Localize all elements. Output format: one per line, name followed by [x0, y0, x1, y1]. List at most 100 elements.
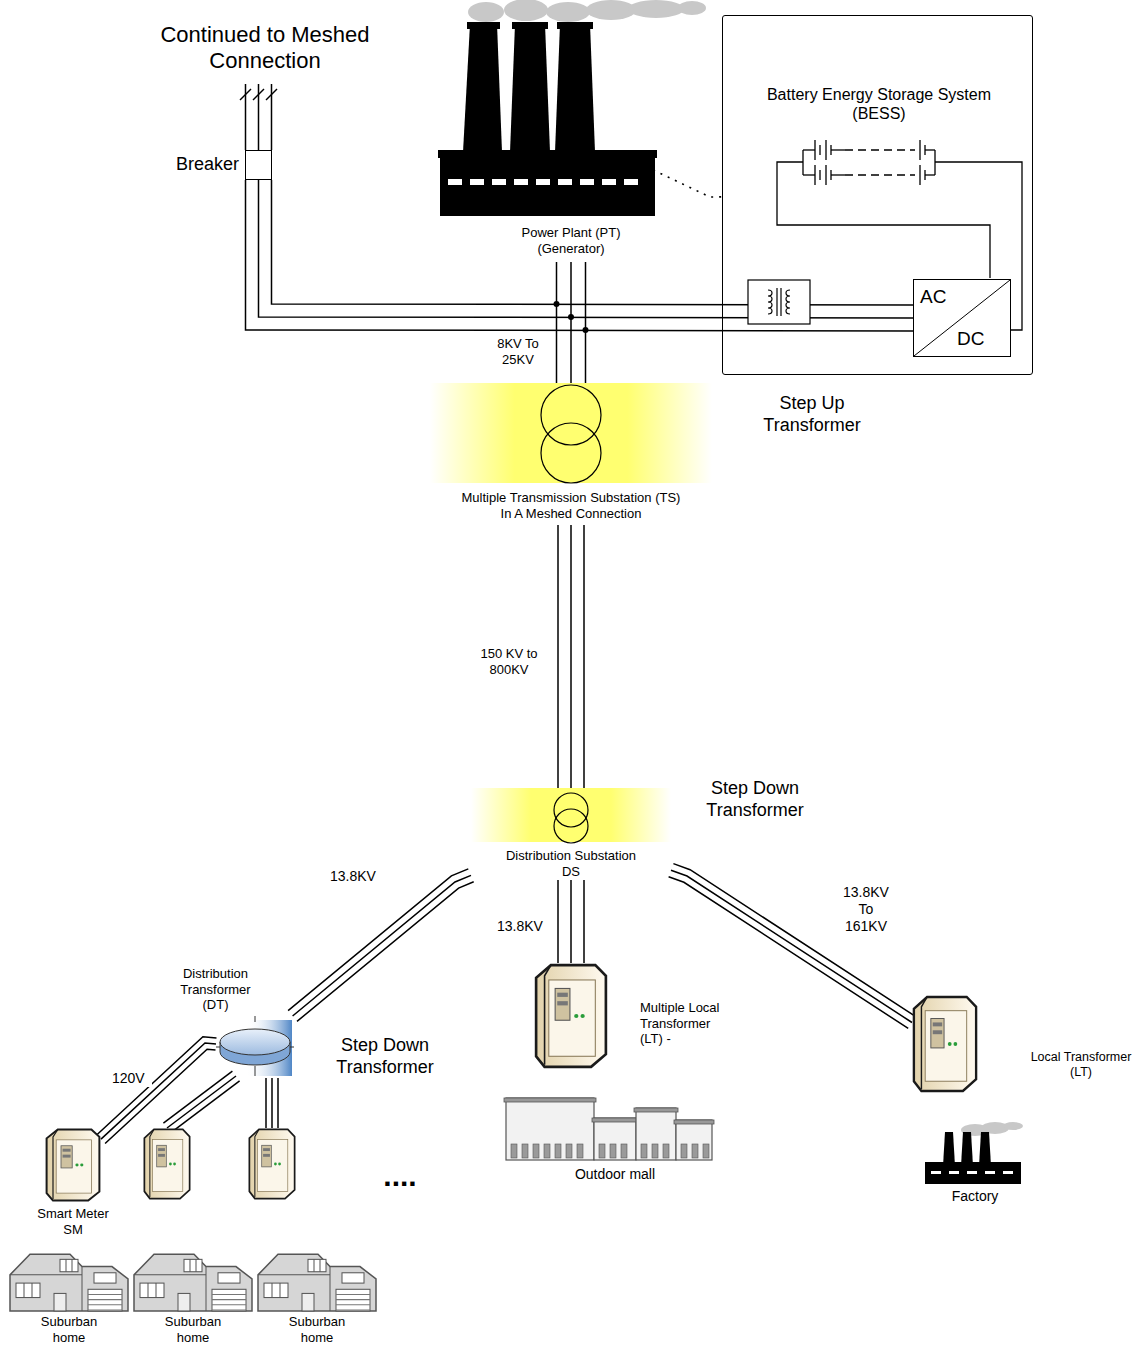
drawing-rect	[60, 1259, 78, 1271]
drawing-rect	[636, 1108, 676, 1160]
drawing-rect	[61, 1146, 72, 1168]
bess-transformer	[748, 280, 810, 324]
drawing-polygon	[258, 1254, 376, 1311]
annotation-label: Step Down Transformer	[320, 1035, 450, 1078]
drawing-line	[780, 288, 781, 316]
drawing-rect	[94, 1273, 116, 1283]
drawing-circle	[554, 301, 560, 307]
drawing-line	[88, 1304, 122, 1305]
drawing-line	[66, 1259, 67, 1271]
drawing-rect	[663, 1144, 669, 1158]
drawing-circle	[80, 1164, 83, 1167]
drawing-line	[88, 1309, 122, 1310]
drawing-rect	[263, 1154, 270, 1157]
annotation-label: Continued to Meshed Connection	[140, 22, 390, 75]
drawing-line	[336, 1299, 370, 1300]
drawing-rect	[184, 1259, 202, 1271]
drawing-rect	[157, 1145, 167, 1167]
node-box: Local Transformer (LT)	[912, 995, 978, 1093]
node-label: Multiple Local Transformer (LT) -	[640, 1000, 735, 1047]
drawing-svg	[471, 788, 671, 842]
drawing-path	[786, 290, 790, 314]
drawing-line	[819, 170, 820, 180]
drawing-line	[196, 1259, 197, 1271]
node-box: Power Plant (PT) (Generator)	[496, 0, 646, 262]
drawing-rect	[63, 1149, 71, 1152]
drawing-rect	[566, 1144, 572, 1158]
drawing-svg	[249, 1129, 294, 1198]
node-label: Smart Meter SM	[33, 1206, 113, 1237]
drawing-rect	[1003, 1171, 1013, 1174]
drawing-path	[249, 1129, 294, 1198]
drawing-line	[24, 1283, 25, 1297]
drawing-rect	[925, 1162, 1021, 1184]
drawing-line	[776, 288, 777, 316]
drawing-circle	[274, 1163, 277, 1166]
drawing-circle	[583, 327, 589, 333]
power-line	[288, 869, 474, 1022]
drawing-polygon	[134, 1254, 252, 1311]
drawing-rect	[54, 1293, 66, 1311]
drawing-line	[814, 165, 815, 185]
conductor	[101, 1043, 216, 1139]
drawing-line	[845, 174, 915, 175]
drawing-line	[314, 1259, 315, 1271]
voltage-label: 150 KV to 800KV	[474, 646, 544, 677]
drawing-ellipse	[1003, 1122, 1023, 1130]
drawing-polygon	[463, 24, 502, 152]
drawing-rect	[703, 1144, 709, 1158]
drawing-line	[148, 1283, 149, 1297]
conductor	[583, 525, 585, 788]
node-label: Local Transformer (LT)	[1030, 1050, 1132, 1080]
annotation-label: Step Down Transformer	[690, 778, 820, 821]
voltage-label: 8KV To 25KV	[488, 336, 548, 367]
drawing-rect	[580, 179, 594, 185]
drawing-line	[212, 1294, 246, 1295]
drawing-rect	[88, 1289, 122, 1311]
drawing-rect	[308, 1259, 326, 1271]
drawing-ellipse	[468, 2, 504, 22]
drawing-rect	[621, 1144, 627, 1158]
drawing-rect	[549, 980, 596, 1056]
drawing-rect	[933, 1030, 942, 1034]
drawing-circle	[173, 1163, 176, 1166]
drawing-rect	[302, 1293, 314, 1311]
drawing-polygon	[979, 1132, 991, 1166]
node-label: DC	[957, 328, 1002, 351]
drawing-circle	[75, 1164, 78, 1167]
drawing-rect	[985, 1171, 995, 1174]
drawing-line	[156, 1283, 157, 1297]
drawing-line	[831, 149, 845, 150]
voltage-label: 13.8KV To 161KV	[836, 884, 896, 934]
drawing-line	[167, 1076, 236, 1128]
drawing-line	[925, 174, 935, 175]
drawing-rect	[264, 1283, 288, 1297]
drawing-line	[803, 149, 815, 150]
drawing-rect	[602, 179, 616, 185]
drawing-line	[258, 1274, 330, 1275]
voltage-label: 13.8KV	[497, 918, 553, 935]
drawing-line	[134, 1274, 206, 1275]
drawing-polygon	[510, 24, 550, 152]
drawing-rect	[153, 1140, 183, 1192]
drawing-line	[212, 1304, 246, 1305]
conductor	[646, 167, 722, 197]
drawing-line	[336, 1309, 370, 1310]
drawing-rect	[258, 1140, 288, 1192]
drawing-rect	[158, 1154, 165, 1157]
drawing-rect	[641, 1144, 647, 1158]
drawing-polygon	[10, 1254, 128, 1311]
drawing-polygon	[555, 24, 595, 152]
node-box: Breaker	[245, 150, 272, 180]
drawing-line	[206, 1267, 207, 1311]
drawing-rect	[471, 788, 671, 842]
drawing-rect	[594, 1118, 636, 1160]
drawing-circle	[574, 1014, 578, 1018]
node-label: Factory	[930, 1188, 1020, 1205]
drawing-line	[190, 1259, 191, 1271]
drawing-svg	[912, 995, 978, 1093]
drawing-rect	[212, 1289, 246, 1311]
drawing-rect	[592, 1118, 638, 1122]
node-box: Factory	[925, 1122, 1025, 1184]
node-label: AC	[920, 286, 960, 309]
